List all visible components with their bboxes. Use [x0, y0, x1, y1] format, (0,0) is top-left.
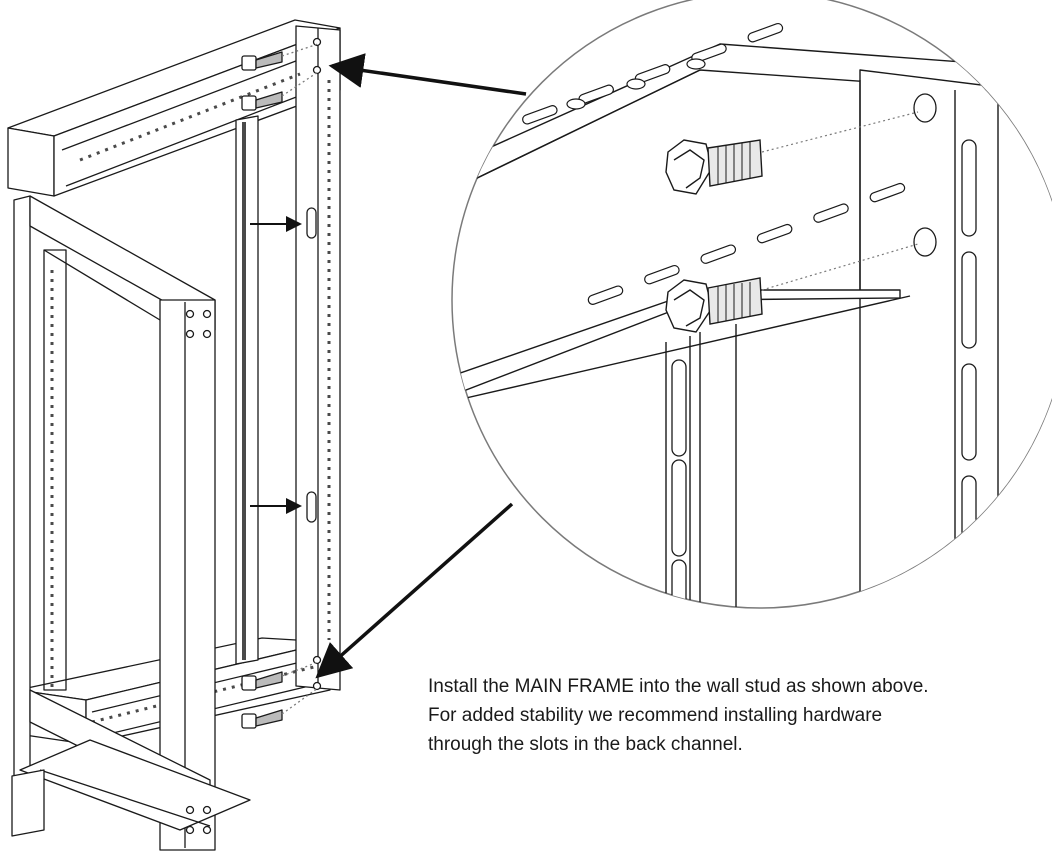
callout-arrow-bottom — [315, 502, 514, 679]
detail-flange-slots — [522, 22, 906, 305]
detail-hex-bolt-upper — [665, 139, 763, 195]
detail-hex-bolt-lower — [665, 277, 763, 333]
top-header-channel — [7, 19, 341, 197]
main-frame — [7, 19, 341, 851]
detail-magnifier — [451, 0, 1052, 609]
bolt-guide-lines — [281, 43, 319, 715]
detail-upright-slots — [671, 93, 977, 608]
instruction-line-3: through the slots in the back channel. — [428, 734, 743, 755]
rear-uprights — [235, 25, 341, 691]
detail-bolt-guide-lines — [761, 111, 919, 291]
back-channel-slots — [306, 207, 317, 523]
instruction-line-2: For added stability we recommend install… — [428, 705, 883, 726]
callout-arrow-top — [328, 53, 527, 96]
instruction-text: Install the MAIN FRAME into the wall stu… — [428, 672, 1052, 759]
instruction-line-1: Install the MAIN FRAME into the wall stu… — [428, 676, 929, 697]
callout-arrows — [315, 53, 527, 679]
small-bolts — [241, 51, 283, 729]
slot-arrows — [250, 216, 302, 514]
